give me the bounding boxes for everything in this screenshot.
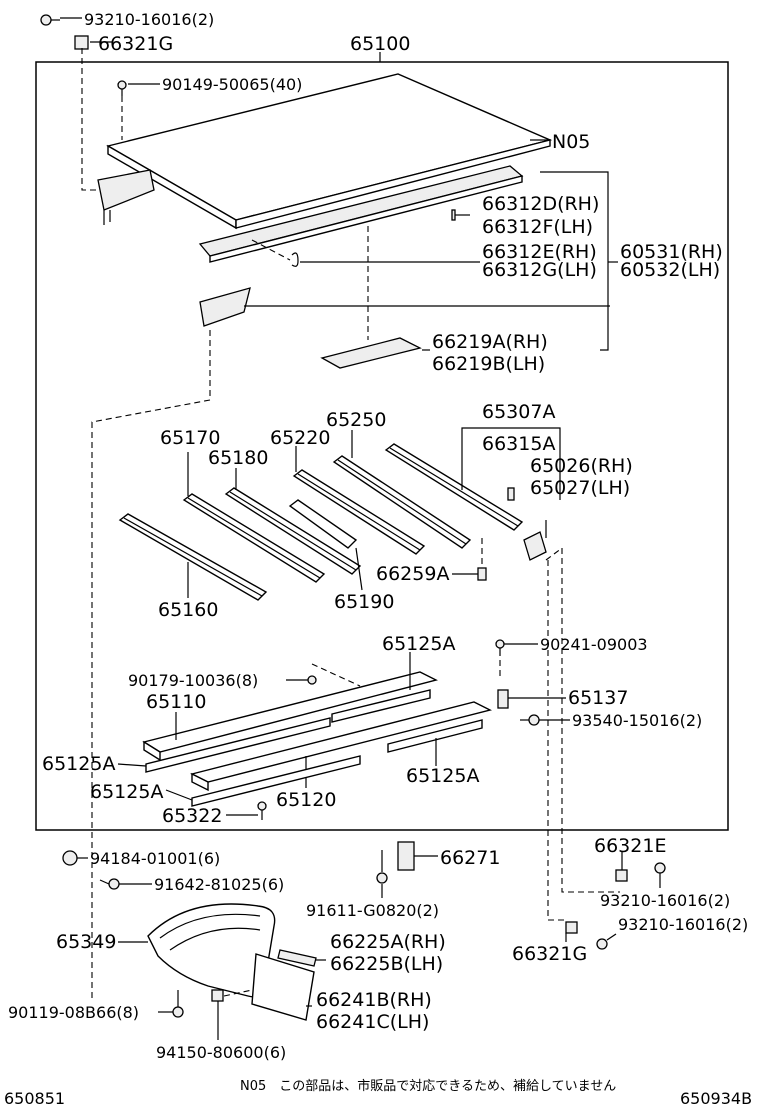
label-c20: 65027(LH)	[530, 477, 630, 499]
strip-65125a-d	[387, 719, 483, 753]
label-c6: 66312F(LH)	[482, 216, 593, 238]
label-c7: 66312E(RH)	[482, 241, 597, 263]
label-c8: 66312G(LH)	[482, 259, 597, 281]
bolt-93210-b-icon	[596, 938, 608, 950]
label-c1: 93210-16016(2)	[84, 10, 214, 29]
mud-guard-part	[147, 903, 276, 998]
strip-65125a-b	[145, 717, 331, 773]
label-c45: 66321G	[512, 943, 587, 965]
nut-66321g-b-icon	[565, 921, 578, 934]
bracket-65137-icon	[497, 689, 509, 709]
crossmember-65250	[332, 455, 472, 549]
label-c2: 66321G	[98, 33, 173, 55]
label-c36: 94184-01001(6)	[90, 849, 220, 868]
label-c28: 65137	[568, 687, 628, 709]
label-c38: 91642-81025(6)	[154, 875, 284, 894]
footer-left-code: 650851	[4, 1089, 65, 1108]
strip-65125a-a	[331, 689, 431, 723]
label-c37: 66271	[440, 847, 500, 869]
bolt-90179-icon	[307, 675, 317, 685]
label-c23: 65160	[158, 599, 218, 621]
label-c11: 66219A(RH)	[432, 331, 548, 353]
crossmember-65307a	[384, 443, 524, 531]
corner-bracket-part	[97, 169, 155, 225]
bolt-93210-a-icon	[654, 862, 666, 874]
flap-66241-part	[251, 953, 315, 1021]
label-c5: 66312D(RH)	[482, 193, 599, 215]
label-c41: 93210-16016(2)	[618, 915, 748, 934]
label-c4: N05	[552, 131, 590, 153]
label-c13: 65307A	[482, 401, 555, 423]
sill-65120	[190, 701, 492, 792]
bolt-90119-icon	[172, 990, 184, 1018]
bolt-90241-icon	[495, 639, 505, 656]
label-c10: 60532(LH)	[620, 259, 720, 281]
label-c18: 65180	[208, 447, 268, 469]
label-c33: 65120	[276, 789, 336, 811]
bed-panel-part	[106, 73, 553, 230]
bolt-91611-icon	[376, 850, 388, 884]
label-c46: 90119-08B66(8)	[8, 1003, 139, 1022]
crossmember-65220	[292, 469, 426, 555]
nut-icon	[74, 35, 89, 50]
side-rail-part	[198, 165, 524, 263]
assembly-frame	[35, 61, 729, 831]
label-c31: 65125A	[406, 765, 479, 787]
label-c34: 65322	[162, 805, 222, 827]
crossmember-65170	[182, 493, 326, 583]
footer-right-code: 650934B	[680, 1089, 752, 1108]
label-c19: 65026(RH)	[530, 455, 633, 477]
crossmember-65160	[118, 513, 268, 601]
label-c12: 66219B(LH)	[432, 353, 545, 375]
stud-65322-icon	[257, 801, 267, 820]
label-c25: 90241-09003	[540, 635, 648, 654]
label-c27: 65110	[146, 691, 206, 713]
clip-66315a-icon	[507, 487, 515, 501]
label-c3: 90149-50065(40)	[162, 75, 302, 94]
label-c9: 60531(RH)	[620, 241, 723, 263]
block-66271-icon	[397, 841, 415, 871]
clip-icon	[291, 252, 299, 267]
label-c16: 65220	[270, 427, 330, 449]
screw-icon	[117, 80, 127, 96]
label-c32: 65125A	[90, 781, 163, 803]
spacer-66259a-icon	[477, 567, 487, 581]
label-c22: 65190	[334, 591, 394, 613]
bolt-icon	[40, 14, 60, 26]
label-main-assembly: 65100	[350, 33, 410, 55]
crossmember-65180	[224, 487, 362, 575]
label-c14: 66315A	[482, 433, 555, 455]
support-bracket-part	[320, 337, 422, 369]
nut-94150-icon	[211, 989, 224, 1002]
label-c43: 66225A(RH)	[330, 931, 446, 953]
label-c15: 65250	[326, 409, 386, 431]
footer-note: N05 この部品は、市販品で対応できるため、補給していません	[240, 1078, 616, 1094]
gusset-part	[199, 287, 251, 327]
label-c48: 66241C(LH)	[316, 1011, 429, 1033]
label-c42: 65349	[56, 931, 116, 953]
bracket-66225-icon	[277, 949, 317, 967]
bolt-93540-icon	[520, 714, 540, 726]
label-c35: 66321E	[594, 835, 666, 857]
strip-65125a-c	[191, 755, 361, 807]
label-c47: 66241B(RH)	[316, 989, 432, 1011]
grommet-94184-icon	[62, 850, 78, 866]
hinge-bracket-part	[523, 531, 547, 561]
pin-icon	[451, 209, 470, 221]
label-c44: 66225B(LH)	[330, 953, 443, 975]
label-c17: 65170	[160, 427, 220, 449]
label-c30: 65125A	[42, 753, 115, 775]
nut-66321e-icon	[615, 869, 628, 882]
bolt-91642-icon	[99, 878, 120, 890]
label-c21: 66259A	[376, 563, 449, 585]
label-c40: 91611-G0820(2)	[306, 901, 439, 920]
label-c26: 90179-10036(8)	[128, 671, 258, 690]
label-c24: 65125A	[382, 633, 455, 655]
label-c49: 94150-80600(6)	[156, 1043, 286, 1062]
label-c39: 93210-16016(2)	[600, 891, 730, 910]
crossmember-65190	[288, 499, 358, 549]
label-c29: 93540-15016(2)	[572, 711, 702, 730]
sill-65110	[142, 671, 438, 762]
